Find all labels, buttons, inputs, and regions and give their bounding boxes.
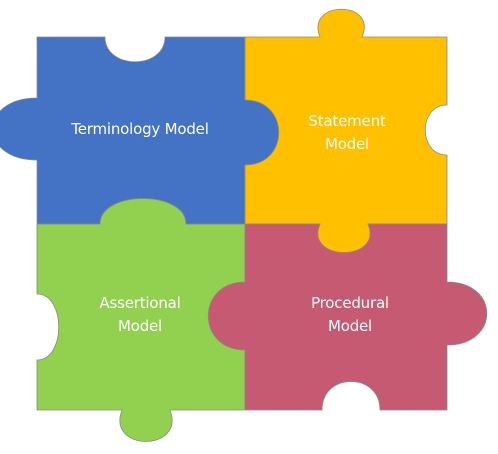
label-statement-line2: Model — [324, 135, 370, 153]
label-assertional-line2: Model — [117, 317, 163, 335]
label-procedural-line2: Model — [327, 317, 373, 335]
label-assertional: Assertional Model — [80, 292, 200, 338]
puzzle-piece-procedural — [208, 223, 487, 411]
puzzle-piece-terminology — [0, 36, 279, 225]
label-assertional-line1: Assertional — [99, 294, 181, 312]
label-terminology-line1: Terminology Model — [71, 120, 209, 138]
label-terminology: Terminology Model — [45, 118, 235, 141]
label-statement: Statement Model — [292, 110, 402, 156]
label-procedural-line1: Procedural — [311, 294, 389, 312]
label-statement-line1: Statement — [308, 112, 386, 130]
label-procedural: Procedural Model — [290, 292, 410, 338]
